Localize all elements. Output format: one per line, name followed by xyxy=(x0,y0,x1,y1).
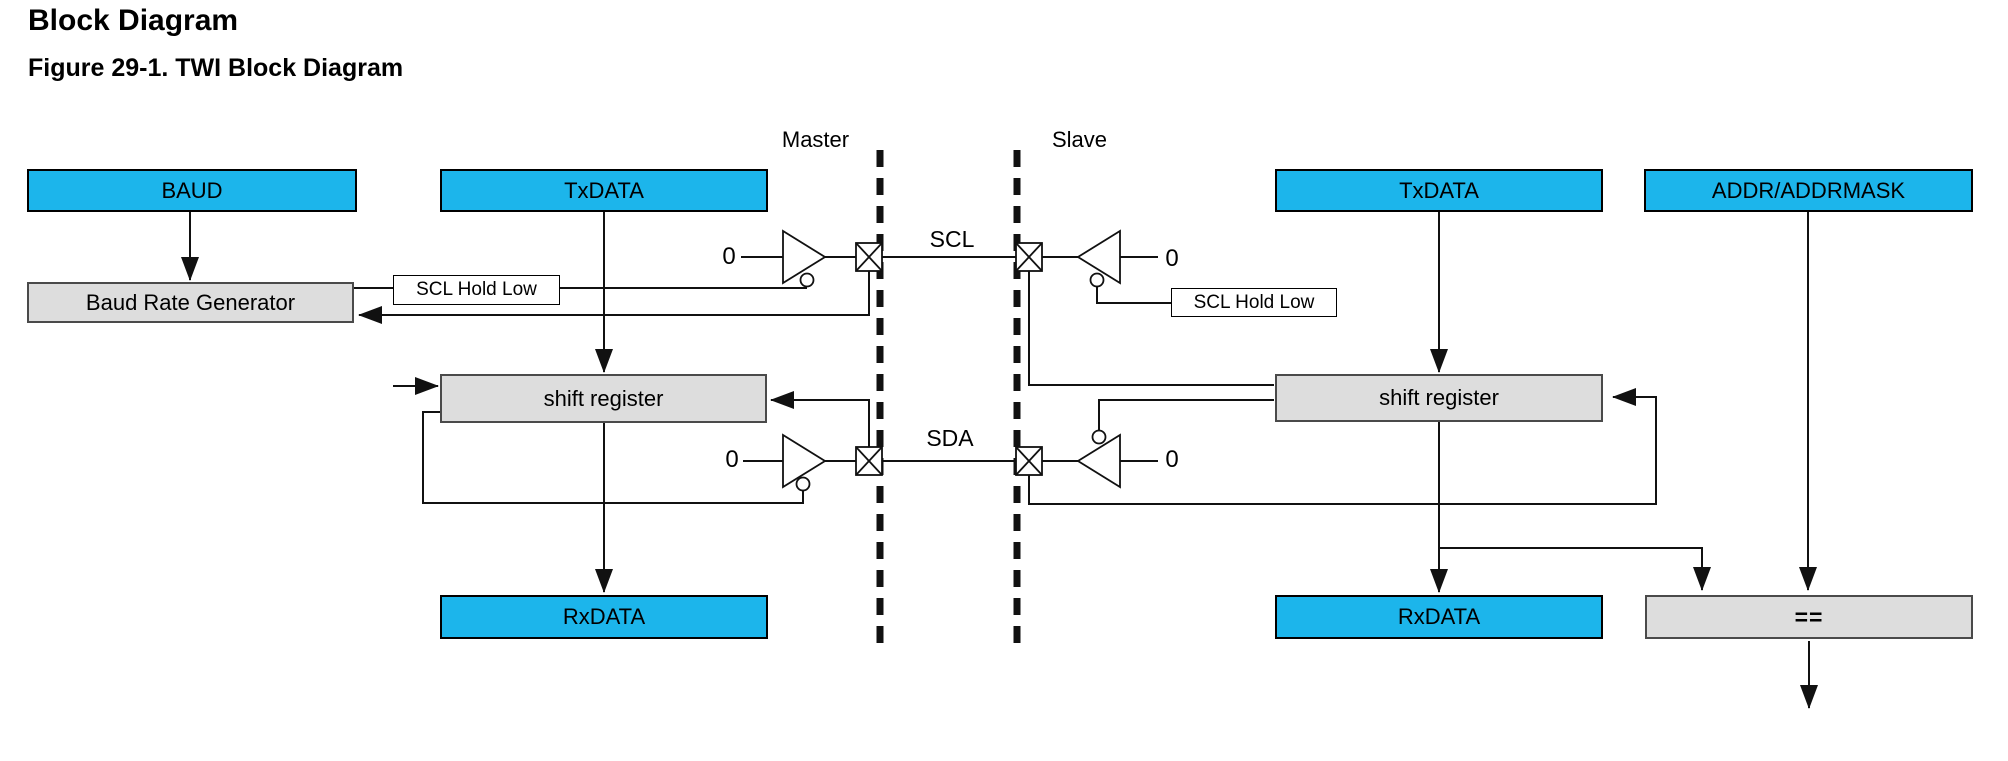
baud-rate-generator-label: Baud Rate Generator xyxy=(85,289,296,315)
slave-sda-pad-icon xyxy=(1015,446,1043,476)
slave-scl-enable-bubble-icon xyxy=(1089,272,1105,288)
scl-bus-label: SCL xyxy=(929,226,975,252)
master-sda-driver-icon xyxy=(782,433,827,489)
slave-scl-driver-icon xyxy=(1076,229,1121,285)
master-scl-pad-icon xyxy=(855,242,883,272)
sda-bus-label: SDA xyxy=(926,425,974,451)
scl-hold-low-slave-callout: SCL Hold Low xyxy=(1171,288,1337,317)
shift-register-master-label: shift register xyxy=(543,385,664,411)
addr-addrmask-label: ADDR/ADDRMASK xyxy=(1711,177,1906,203)
master-scl-enable-bubble-icon xyxy=(799,272,815,288)
scl-hold-low-slave-label: SCL Hold Low xyxy=(1193,291,1315,313)
slave-sda-enable-bubble-icon xyxy=(1091,429,1107,445)
master-sda-zero-label: 0 xyxy=(725,446,739,473)
master-scl-driver-icon xyxy=(782,229,827,285)
slave-sda-zero-label: 0 xyxy=(1165,446,1179,473)
address-comparator-block: == xyxy=(1645,595,1973,639)
rxdata-slave-label: RxDATA xyxy=(1397,604,1481,629)
master-sda-pad-icon xyxy=(855,446,883,476)
rxdata-master-label: RxDATA xyxy=(562,604,646,629)
sda-pad-to-master-shift-register xyxy=(770,391,870,447)
txdata-slave-label: TxDATA xyxy=(1399,177,1479,203)
slave-scl-pad-icon xyxy=(1015,242,1043,272)
scl-sense-to-baud-generator xyxy=(358,271,870,324)
shift-register-slave-label: shift register xyxy=(1379,385,1499,410)
baud-rate-generator-block: Baud Rate Generator xyxy=(27,282,354,323)
slave-shift-register-to-comparator xyxy=(1439,547,1711,591)
slave-sda-driver-icon xyxy=(1076,433,1121,489)
baud-register-block: BAUD xyxy=(27,169,357,212)
scl-hold-low-master-label: SCL Hold Low xyxy=(416,279,537,300)
addr-addrmask-block: ADDR/ADDRMASK xyxy=(1644,169,1973,212)
shift-register-slave-block: shift register xyxy=(1275,374,1603,422)
master-shift-register-feedback-loop xyxy=(422,411,804,504)
rxdata-slave-block: RxDATA xyxy=(1275,595,1603,639)
txdata-slave-block: TxDATA xyxy=(1275,169,1603,212)
baud-register-label: BAUD xyxy=(161,177,223,203)
master-region-label: Master xyxy=(781,127,850,152)
rxdata-master-block: RxDATA xyxy=(440,595,768,639)
txdata-master-block: TxDATA xyxy=(440,169,768,212)
slave-sda-enable-to-shift-register xyxy=(1098,399,1274,430)
page-title: Block Diagram xyxy=(28,4,239,37)
slave-region-label: Slave xyxy=(1051,127,1108,152)
slave-scl-pad-to-clock xyxy=(1028,271,1274,386)
scl-hold-low-master-callout: SCL Hold Low xyxy=(393,275,560,305)
shift-register-master-block: shift register xyxy=(440,374,767,423)
sda-pad-to-slave-shift-register xyxy=(1028,388,1657,505)
figure-caption: Figure 29-1. TWI Block Diagram xyxy=(28,54,404,82)
txdata-master-label: TxDATA xyxy=(564,177,644,203)
master-scl-zero-label: 0 xyxy=(722,243,736,270)
master-sda-enable-bubble-icon xyxy=(795,476,811,492)
slave-scl-zero-label: 0 xyxy=(1165,245,1179,272)
address-comparator-label: == xyxy=(1794,603,1824,630)
slave-scl-enable-to-hold-low xyxy=(1096,287,1171,304)
